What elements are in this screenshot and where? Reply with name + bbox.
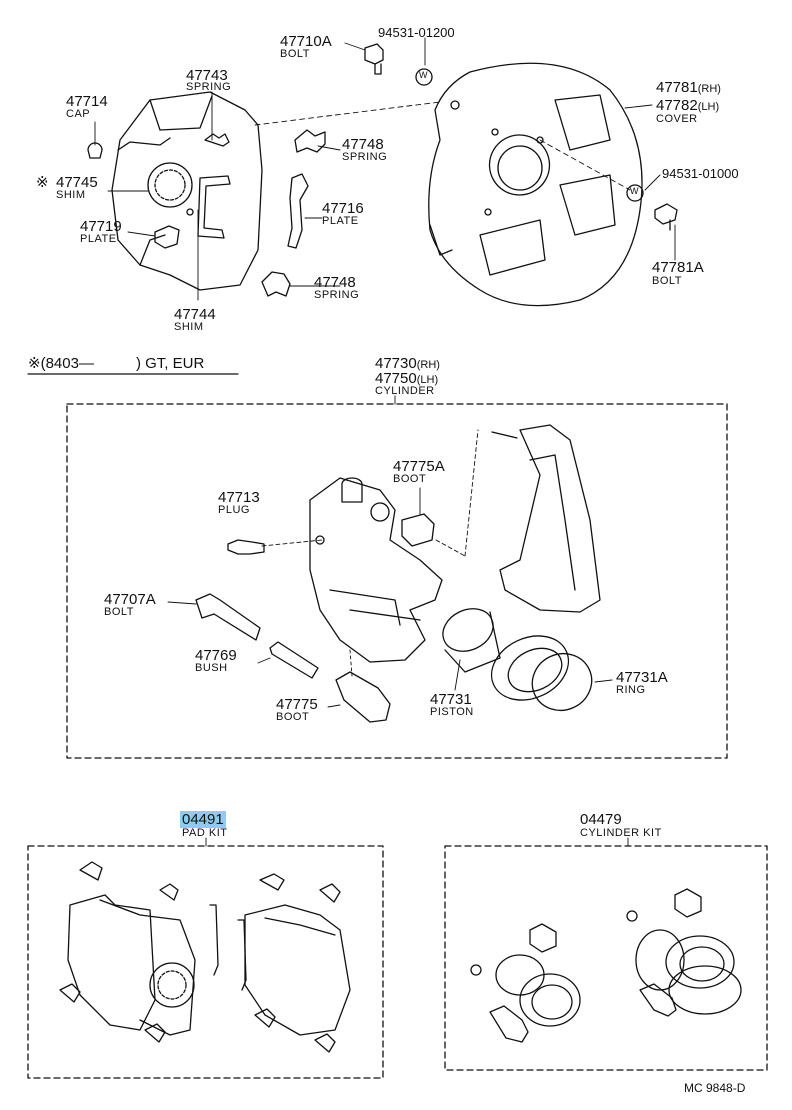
seal-ring-47731A-drawing [490,635,593,712]
bolt-47710A-drawing [364,43,384,75]
shim-47744-drawing [197,175,231,239]
leader-lines-top-right [539,104,676,261]
bolt-47707A-drawing [195,593,261,641]
spring-47748-bottom-drawing [261,271,291,297]
mounting-bracket-drawing [491,424,601,613]
part-47769-number: 47769 [195,647,237,664]
small-pin-drawing [186,208,194,216]
part-47731A-number: 47731A [616,669,668,686]
diagram-code: MC 9848-D [684,1081,746,1095]
part-47745-number: 47745 [56,174,98,191]
part-47781A-name: BOLT [652,275,682,287]
part-47782-number: 47782(LH) [656,97,720,114]
spring-47748-top-drawing [294,129,326,153]
part-47775-name: BOOT [276,711,310,723]
part-47743-number: 47743 [186,67,228,84]
cylinder-kit-contents-drawing [470,888,742,1043]
washer-symbol-right: W [630,186,639,196]
part-47748-bottom-number: 47748 [314,274,356,291]
part-47710A-number: 47710A [280,33,332,50]
variant-note: ※(8403—) GT, EUR [28,355,205,372]
part-04479-name: CYLINDER KIT [580,827,662,839]
caliper-body-drawing [309,477,443,663]
part-47775-number: 47775 [276,696,318,713]
part-47731A-name: RING [616,684,646,696]
bolt-47781A-drawing [654,203,678,231]
part-47707A-number: 47707A [104,591,156,608]
part-47748-bottom-name: SPRING [314,289,360,301]
boot-47775A-drawing [401,513,435,547]
part-04479-number: 04479 [580,811,622,828]
part-47730-number: 47730(RH) [375,355,440,372]
part-47745-name: SHIM [56,189,86,201]
shim-inner-ring [154,169,186,201]
part-04491-number: 04491 [180,811,226,828]
part-47713-name: PLUG [218,504,250,516]
plug-47713-drawing [227,539,265,555]
part-47769-name: BUSH [195,662,228,674]
part-47744-number: 47744 [174,306,216,323]
pad-kit-box [27,845,384,1079]
part-04491-highlight[interactable]: 04491 [180,811,226,828]
part-47748-top-number: 47748 [342,136,384,153]
part-94531-01200-number: 94531-01200 [378,25,455,40]
part-47750-name: CYLINDER [375,385,435,397]
part-47713-number: 47713 [218,489,260,506]
part-47714-name: CAP [66,108,91,120]
part-47775A-number: 47775A [393,458,445,475]
pad-assembly-drawing [111,91,263,291]
cylinder-kit-box [444,845,768,1071]
bush-47769-drawing [269,641,319,679]
leader-lines-middle [167,429,613,708]
part-47743-name: SPRING [186,81,232,93]
boot-47775-drawing [335,671,391,723]
part-47719-name: PLATE [80,233,117,245]
part-47745-mark: ※ [36,174,49,191]
part-47744-name: SHIM [174,321,204,333]
shim-47745-drawing [147,162,193,208]
plate-47716-drawing [287,173,309,249]
part-47716-number: 47716 [322,200,364,217]
part-47731-name: PISTON [430,706,474,718]
part-04491-name: PAD KIT [182,827,228,839]
part-47782-name: COVER [656,113,698,125]
part-47731-number: 47731 [430,691,472,708]
part-94531-01000-number: 94531-01000 [662,166,739,181]
part-47719-number: 47719 [80,218,122,235]
part-47775A-name: BOOT [393,473,427,485]
part-47716-name: PLATE [322,215,359,227]
cylinder-group-box [66,403,728,759]
cap-47714-drawing [87,142,103,159]
washer-top-drawing [415,68,433,86]
pad-kit-contents-drawing [59,861,351,1053]
washer-right-drawing [626,184,644,202]
leader-lines-top-left [94,37,441,301]
plate-47719-drawing [154,225,180,249]
part-47748-top-name: SPRING [342,151,388,163]
washer-symbol-top: W [419,70,428,80]
part-47714-number: 47714 [66,93,108,110]
part-47710A-name: BOLT [280,48,310,60]
spring-47743-drawing [204,133,230,147]
part-47750-number: 47750(LH) [375,370,439,387]
part-47707A-name: BOLT [104,606,134,618]
part-47781-number: 47781(RH) [656,79,721,96]
dust-cover-drawing [428,62,643,307]
part-47781A-number: 47781A [652,259,704,276]
piston-47731-drawing [442,608,501,673]
